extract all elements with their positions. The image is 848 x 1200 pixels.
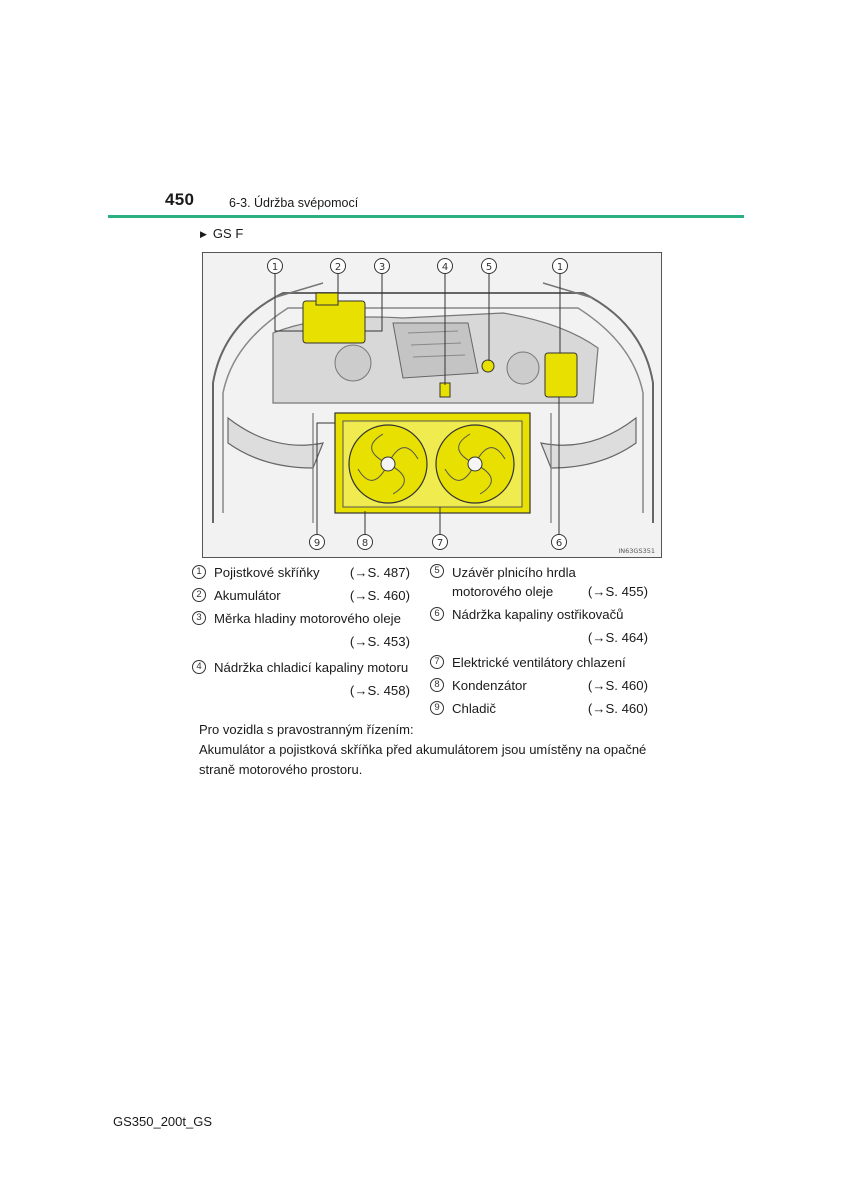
legend-label: Nádržka chladicí kapaliny motoru	[214, 660, 409, 675]
note-text: Akumulátor a pojistková skříňka před aku…	[199, 742, 647, 777]
legend-item: 5 Uzávěr plnicího hrdla motorového oleje…	[430, 561, 648, 601]
callout-top-label: 5	[486, 262, 492, 273]
legend-label: Nádržka kapaliny ostřikovačů	[452, 607, 624, 622]
callout-bottom-label: 7	[437, 538, 443, 549]
legend-item: 2 Akumulátor (→S. 460)	[192, 584, 410, 607]
legend-right: 5 Uzávěr plnicího hrdla motorového oleje…	[430, 561, 648, 720]
rhd-note: Pro vozidla s pravostranným řízením: Aku…	[199, 720, 659, 780]
legend-item: 6 Nádržka kapaliny ostřikovačů (→S. 464)	[430, 603, 648, 649]
callout-top-label: 1	[272, 262, 278, 273]
triangle-bullet-icon: ▶	[200, 229, 207, 239]
legend-item: 9 Chladič (→S. 460)	[430, 697, 648, 720]
number-circle-icon: 4	[192, 660, 206, 674]
legend-item: 7 Elektrické ventilátory chlazení	[430, 651, 648, 674]
legend-label: Pojistkové skříňky	[214, 565, 320, 580]
number-circle-icon: 2	[192, 588, 206, 602]
legend-label: Akumulátor	[214, 588, 281, 603]
legend-item: 1 Pojistkové skříňky (→S. 487)	[192, 561, 410, 584]
note-heading: Pro vozidla s pravostranným řízením:	[199, 722, 414, 737]
legend-left: 1 Pojistkové skříňky (→S. 487) 2 Akumulá…	[192, 561, 410, 702]
page-reference: (→S. 487)	[349, 565, 410, 580]
section-title: 6-3. Údržba svépomocí	[229, 196, 359, 210]
number-circle-icon: 7	[430, 655, 444, 669]
page-reference: (→S. 460)	[349, 588, 410, 603]
page-reference: (→S. 460)	[587, 678, 648, 693]
callout-bottom-label: 6	[556, 538, 562, 549]
legend-label: Uzávěr plnicího hrdla motorového oleje	[452, 565, 576, 599]
header-rule	[108, 215, 744, 218]
legend-label: Chladič	[452, 701, 496, 716]
callout-bottom-label: 8	[362, 538, 368, 549]
callout-top-label: 1	[557, 262, 563, 273]
page-reference: (→S. 460)	[587, 701, 648, 716]
callout-top-label: 3	[379, 262, 385, 273]
legend-label: Elektrické ventilátory chlazení	[452, 655, 626, 670]
legend-label: Měrka hladiny motorového oleje	[214, 611, 401, 626]
legend-item: 3 Měrka hladiny motorového oleje (→S. 45…	[192, 607, 410, 653]
engine-compartment-figure: 1 2 3 4 5 1 9 8 7 6 IN63GS351	[202, 252, 662, 558]
legend-label: Kondenzátor	[452, 678, 527, 693]
page-reference: (→S. 458)	[349, 683, 410, 698]
legend-item: 4 Nádržka chladicí kapaliny motoru (→S. …	[192, 656, 410, 702]
engine-illustration: 1 2 3 4 5 1 9 8 7 6 IN63GS351	[212, 258, 655, 555]
legend-item: 8 Kondenzátor (→S. 460)	[430, 674, 648, 697]
number-circle-icon: 8	[430, 678, 444, 692]
footer-model-code: GS350_200t_GS	[113, 1114, 213, 1129]
callout-top-label: 4	[442, 262, 448, 273]
callout-top-label: 2	[335, 262, 341, 273]
number-circle-icon: 9	[430, 701, 444, 715]
page-reference: (→S. 464)	[587, 630, 648, 645]
page-number: 450	[165, 190, 195, 209]
image-code: IN63GS351	[618, 547, 655, 555]
callout-bottom-label: 9	[314, 538, 320, 549]
number-circle-icon: 1	[192, 565, 206, 579]
page-reference: (→S. 455)	[587, 584, 648, 599]
page-reference: (→S. 453)	[349, 634, 410, 649]
variant-label: GS F	[212, 226, 244, 241]
number-circle-icon: 3	[192, 611, 206, 625]
number-circle-icon: 6	[430, 607, 444, 621]
number-circle-icon: 5	[430, 564, 444, 578]
variant-heading: ▶ GS F	[200, 226, 243, 241]
